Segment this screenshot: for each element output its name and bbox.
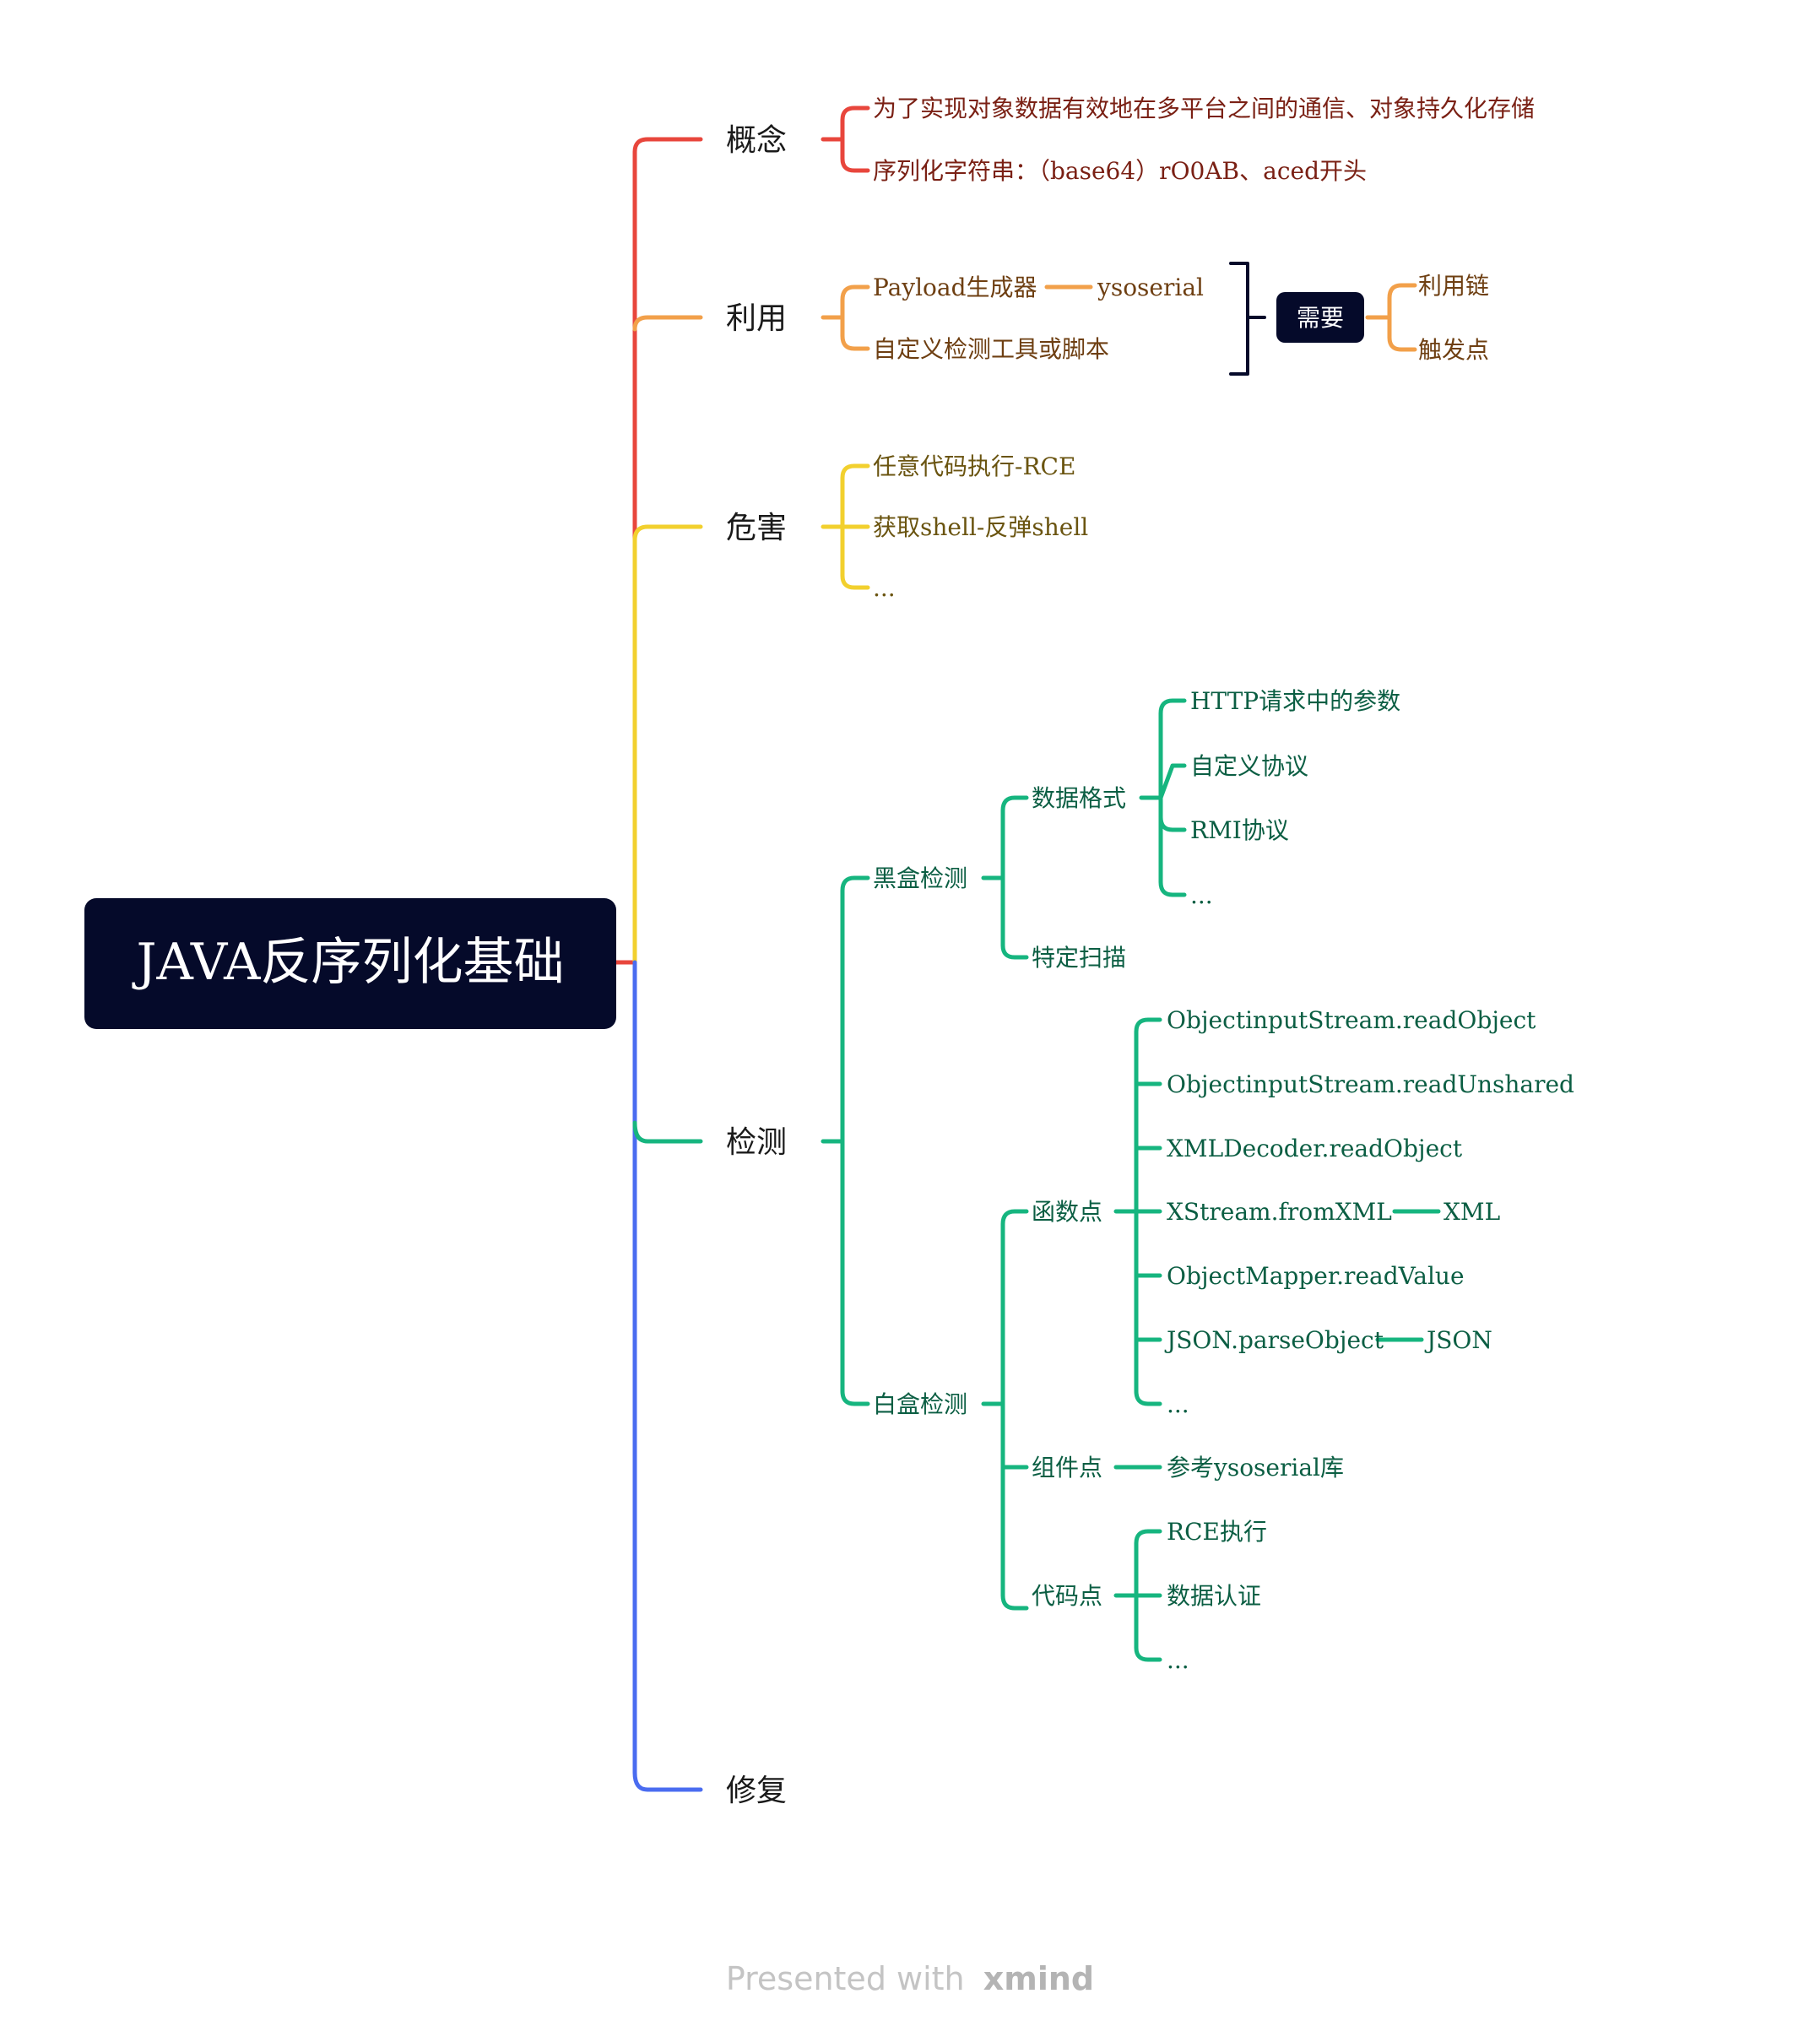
harm-item-2[interactable]: 获取shell-反弹shell — [873, 513, 1088, 541]
connector-detect-children — [821, 875, 870, 1406]
func-item-1[interactable]: ObjectinputStream.readObject — [1167, 1006, 1536, 1034]
format-item-more[interactable]: ... — [1190, 881, 1213, 909]
connector-concept-children — [821, 106, 870, 173]
whitebox-code[interactable]: 代码点 — [1032, 1582, 1102, 1610]
harm-item-3[interactable]: ... — [873, 574, 896, 602]
use-need-trigger[interactable]: 触发点 — [1418, 336, 1489, 364]
connector-root-use — [632, 315, 703, 332]
func-item-5[interactable]: ObjectMapper.readValue — [1167, 1262, 1465, 1290]
connector-use-children — [821, 284, 870, 351]
func-item-2[interactable]: ObjectinputStream.readUnshared — [1167, 1070, 1574, 1098]
format-item-custom[interactable]: 自定义协议 — [1190, 752, 1308, 780]
svg-text:Presented with xmind: Presented with xmind — [726, 1960, 1094, 1997]
detect-whitebox[interactable]: 白盒检测 — [873, 1390, 967, 1418]
branch-concept[interactable]: 概念 — [726, 123, 787, 158]
branch-detect[interactable]: 检测 — [726, 1125, 787, 1160]
func-item-7[interactable]: ... — [1167, 1390, 1189, 1418]
detect-blackbox[interactable]: 黑盒检测 — [873, 864, 967, 892]
format-item-http[interactable]: HTTP请求中的参数 — [1190, 687, 1400, 715]
comp-value[interactable]: 参考ysoserial库 — [1167, 1454, 1344, 1482]
summary-node[interactable]: 需要 — [1276, 292, 1364, 343]
whitebox-func[interactable]: 函数点 — [1032, 1198, 1102, 1226]
connector-format-children — [1139, 698, 1187, 897]
footer-brand: xmind — [983, 1960, 1094, 1997]
code-item-2[interactable]: 数据认证 — [1167, 1582, 1261, 1610]
branch-fix[interactable]: 修复 — [726, 1774, 787, 1808]
whitebox-comp[interactable]: 组件点 — [1032, 1454, 1102, 1482]
format-item-rmi[interactable]: RMI协议 — [1190, 816, 1289, 844]
func-item-3[interactable]: XMLDecoder.readObject — [1167, 1135, 1463, 1162]
connector-blackbox-children — [981, 795, 1029, 960]
connector-needs-children — [1365, 283, 1417, 352]
root-node[interactable]: JAVA反序列化基础 — [84, 898, 616, 1029]
code-item-1[interactable]: RCE执行 — [1167, 1518, 1267, 1546]
connector-root-concept — [614, 137, 703, 965]
concept-item-1[interactable]: 为了实现对象数据有效地在多平台之间的通信、对象持久化存储 — [873, 95, 1535, 122]
blackbox-scan[interactable]: 特定扫描 — [1032, 944, 1126, 972]
branch-harm[interactable]: 危害 — [726, 511, 787, 545]
connector-func-children — [1113, 1017, 1162, 1406]
summary-bracket — [1229, 262, 1266, 376]
use-item-payload[interactable]: Payload生成器 — [873, 274, 1037, 301]
connector-harm-children — [821, 463, 870, 590]
code-item-3[interactable]: ... — [1167, 1646, 1189, 1674]
harm-item-1[interactable]: 任意代码执行-RCE — [873, 452, 1075, 480]
branch-use[interactable]: 利用 — [726, 301, 787, 336]
func-item-4[interactable]: XStream.fromXML — [1167, 1198, 1392, 1226]
connector-root-harm — [632, 524, 703, 543]
connector-root-detect — [632, 960, 703, 1792]
use-item-custom[interactable]: 自定义检测工具或脚本 — [873, 335, 1109, 363]
footer-credit: Presented with xmind — [726, 1960, 1094, 1997]
use-need-chain[interactable]: 利用链 — [1418, 272, 1489, 300]
func-json-label[interactable]: JSON — [1424, 1326, 1492, 1354]
concept-item-2[interactable]: 序列化字符串：（base64）rO0AB、aced开头 — [873, 157, 1367, 185]
func-xml-label[interactable]: XML — [1444, 1198, 1500, 1226]
footer-prefix: Presented with — [726, 1960, 965, 1997]
func-item-6[interactable]: JSON.parseObject — [1164, 1326, 1384, 1354]
root-title: JAVA反序列化基础 — [132, 933, 565, 992]
use-payload-tool[interactable]: ysoserial — [1097, 274, 1204, 301]
blackbox-format[interactable]: 数据格式 — [1032, 784, 1126, 812]
summary-label: 需要 — [1297, 304, 1344, 332]
connector-root-detect-branch — [632, 1120, 703, 1144]
connector-code-children — [1113, 1529, 1162, 1662]
connector-whitebox-children — [981, 1209, 1029, 1611]
